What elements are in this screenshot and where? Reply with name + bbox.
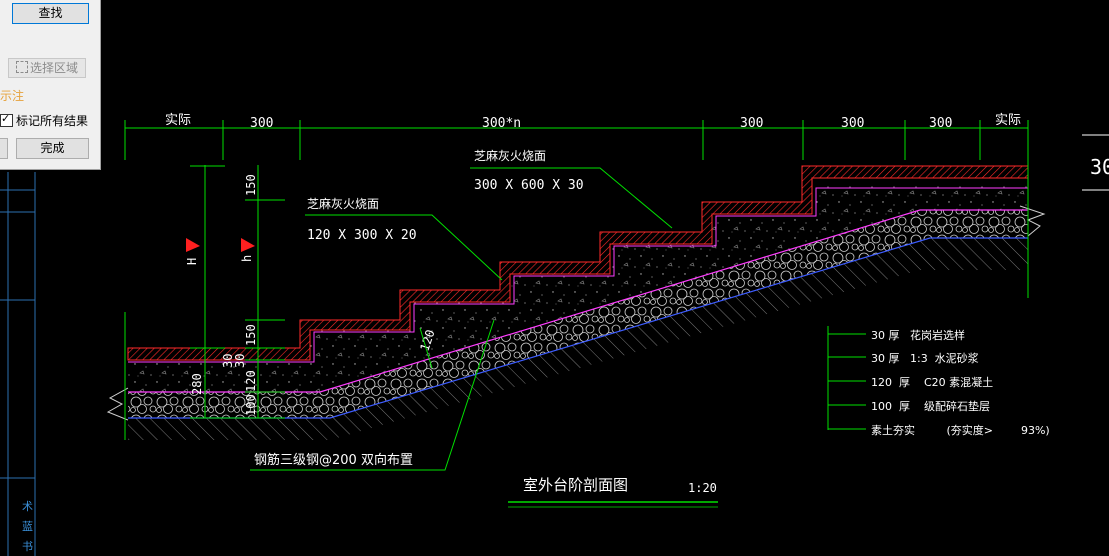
layer-3: 100 厚 级配碎石垫层 bbox=[871, 399, 990, 413]
dim-top-2: 300*n bbox=[482, 116, 521, 131]
left-dimension-labels: 150 150 30 30 120 280 100 bbox=[190, 174, 258, 416]
right-edge-text: 30 bbox=[1090, 155, 1109, 179]
callout-upper-material: 芝麻灰火烧面 bbox=[474, 148, 546, 163]
height-label-h: h bbox=[240, 255, 254, 262]
dim-top-4: 300 bbox=[841, 116, 864, 131]
layer-legend: 30 厚 花岗岩选样 30 厚 1:3 水泥砂浆 120 厚 C20 素混凝土 … bbox=[827, 326, 1050, 437]
dim-left-2: 30 bbox=[233, 354, 247, 368]
dim-left-1: 150 bbox=[244, 324, 258, 346]
break-line-left bbox=[106, 387, 129, 421]
mark-all-checkbox[interactable] bbox=[0, 112, 13, 127]
dim-top-3: 300 bbox=[740, 116, 763, 131]
left-edge-text-0: 术 bbox=[22, 500, 33, 513]
height-marker-h: h bbox=[240, 238, 255, 262]
dim-top-0: 实际 bbox=[165, 113, 191, 128]
select-area-icon bbox=[15, 61, 28, 73]
mark-section-label: 示注 bbox=[0, 89, 25, 103]
left-edge-text-1: 蓝 bbox=[22, 520, 33, 533]
find-button[interactable]: 查找 bbox=[12, 3, 89, 24]
callout-lower-size: 120 X 300 X 20 bbox=[307, 228, 417, 243]
rebar-note: 钢筋三级钢@200 双向布置 bbox=[254, 452, 413, 468]
select-area-label: 选择区域 bbox=[29, 61, 78, 75]
callout-upper: 芝麻灰火烧面 300 X 600 X 30 bbox=[470, 148, 673, 229]
mortar-outline bbox=[128, 187, 1028, 363]
drawing-title: 室外台阶剖面图 bbox=[523, 476, 628, 494]
slope-thickness-line bbox=[419, 327, 433, 369]
dim-top-5: 300 bbox=[929, 116, 952, 131]
mark-all-label: 标记所有结果 bbox=[16, 114, 89, 128]
dim-top-1: 300 bbox=[250, 116, 273, 131]
top-dimension-labels: 实际 300 300*n 300 300 300 实际 bbox=[165, 113, 1021, 131]
select-area-button[interactable]: 选择区域 bbox=[8, 58, 86, 78]
height-label-H: H bbox=[185, 258, 199, 265]
layer-4: 素土夯实 (夯实度> 93%) bbox=[871, 423, 1050, 437]
dim-left-0: 150 bbox=[244, 174, 258, 196]
concrete-outline bbox=[128, 209, 1028, 393]
left-tool-strip bbox=[0, 172, 36, 556]
slope-thickness-label: 120 bbox=[418, 328, 438, 353]
drawing-title-block: 室外台阶剖面图 1:20 bbox=[508, 476, 718, 508]
hidden-left-button[interactable] bbox=[0, 138, 8, 159]
done-button[interactable]: 完成 bbox=[16, 138, 89, 159]
left-dimension-lines bbox=[190, 165, 285, 419]
layer-2: 120 厚 C20 素混凝土 bbox=[871, 375, 993, 389]
dim-left-6: 100 bbox=[244, 394, 258, 416]
layer-1: 30 厚 1:3 水泥砂浆 bbox=[871, 351, 979, 365]
find-panel: 查找 选择区域 示注 标记所有结果 完成 bbox=[0, 0, 101, 170]
callout-lower: 芝麻灰火烧面 120 X 300 X 20 bbox=[305, 196, 503, 281]
dim-left-4: 120 bbox=[244, 370, 258, 392]
rebar-callout: 钢筋三级钢@200 双向布置 bbox=[250, 319, 495, 471]
dim-left-3: 30 bbox=[221, 354, 235, 368]
height-marker-H: H bbox=[185, 238, 200, 265]
concrete-layer bbox=[128, 186, 1028, 392]
left-edge-text-2: 书 bbox=[22, 540, 33, 553]
top-dimension-chain bbox=[124, 120, 1029, 160]
drawing-scale: 1:20 bbox=[688, 481, 717, 495]
right-edge-partial-dimension: 30 bbox=[1082, 134, 1109, 191]
callout-lower-material: 芝麻灰火烧面 bbox=[307, 196, 379, 211]
soil-layer bbox=[128, 238, 1028, 440]
dim-left-5: 280 bbox=[190, 373, 204, 395]
mark-all-row[interactable]: 标记所有结果 bbox=[0, 112, 88, 129]
dim-top-6: 实际 bbox=[995, 113, 1021, 128]
callout-upper-size: 300 X 600 X 30 bbox=[474, 178, 584, 193]
layer-0: 30 厚 花岗岩选样 bbox=[871, 328, 965, 342]
